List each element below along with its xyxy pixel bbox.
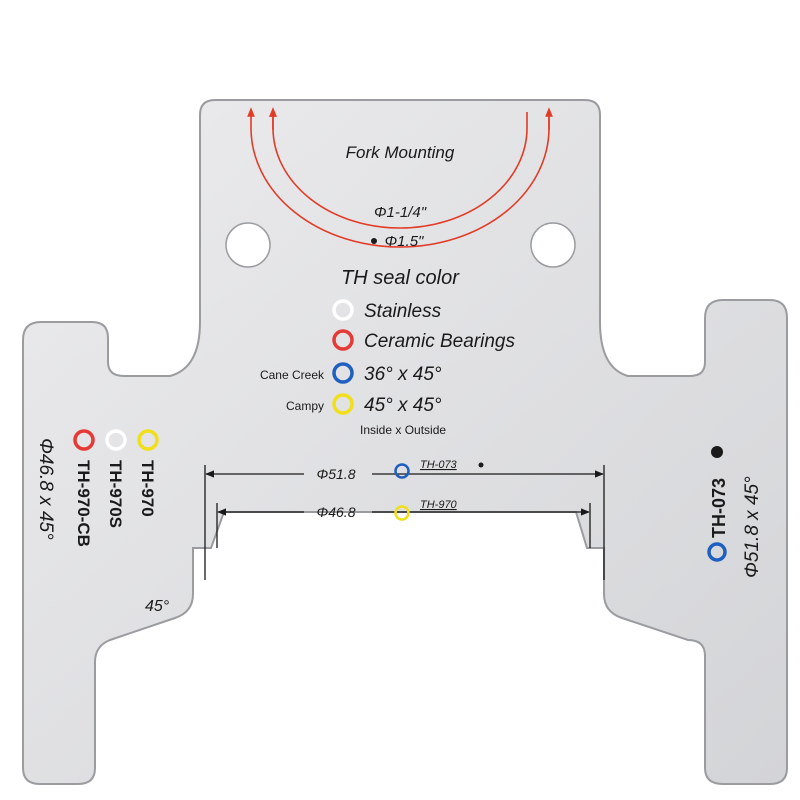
upper-dim-ring [394, 463, 410, 479]
dim-large-dot [371, 238, 377, 244]
arc-inner [269, 107, 528, 229]
right-spec: Φ51.8 x 45° [742, 476, 763, 578]
legend-ring-ceramic [332, 329, 354, 351]
lower-dim-tag: TH-970 [420, 499, 458, 511]
right-ring-blue [707, 542, 727, 562]
legend-ring-stainless [332, 299, 354, 321]
legend-title: TH seal color [341, 267, 460, 289]
legend-ring-cane-creek [332, 362, 354, 384]
dim-large-label: Φ1.5" [385, 233, 424, 250]
right-label-th073: TH-073 [709, 478, 729, 538]
left-label-th970cb: TH-970-CB [74, 460, 93, 547]
left-ring-yellow [137, 429, 159, 451]
legend-ring-campy [332, 393, 354, 415]
arc-outer [247, 107, 550, 248]
left-ring-white [105, 429, 127, 451]
legend-note: Inside x Outside [360, 423, 446, 437]
legend-label-campy: 45° x 45° [364, 395, 442, 416]
legend-prefix-campy: Campy [286, 399, 324, 413]
legend-label-cane-creek: 36° x 45° [364, 364, 442, 385]
lower-dim-ring [394, 505, 410, 521]
left-angle: 45° [145, 598, 170, 615]
legend-label-ceramic: Ceramic Bearings [364, 331, 515, 352]
legend-prefix-cane-creek: Cane Creek [260, 368, 325, 382]
mounting-hole-left [225, 222, 271, 268]
mounting-hole-right [530, 222, 576, 268]
dim-small-label: Φ1-1/4" [374, 204, 427, 221]
upper-dim-tag: TH-073 [420, 459, 458, 471]
left-ring-red [73, 429, 95, 451]
upper-dim-tag-dot [478, 462, 484, 468]
fork-mounting-title: Fork Mounting [346, 143, 455, 162]
right-dot [711, 446, 723, 458]
lower-dim-label: Φ46.8 [317, 504, 356, 520]
upper-dim-label: Φ51.8 [317, 466, 356, 482]
left-label-th970s: TH-970S [106, 460, 125, 528]
legend-label-stainless: Stainless [364, 301, 442, 322]
left-spec: Φ46.8 x 45° [35, 438, 56, 540]
left-label-th970: TH-970 [138, 460, 157, 517]
